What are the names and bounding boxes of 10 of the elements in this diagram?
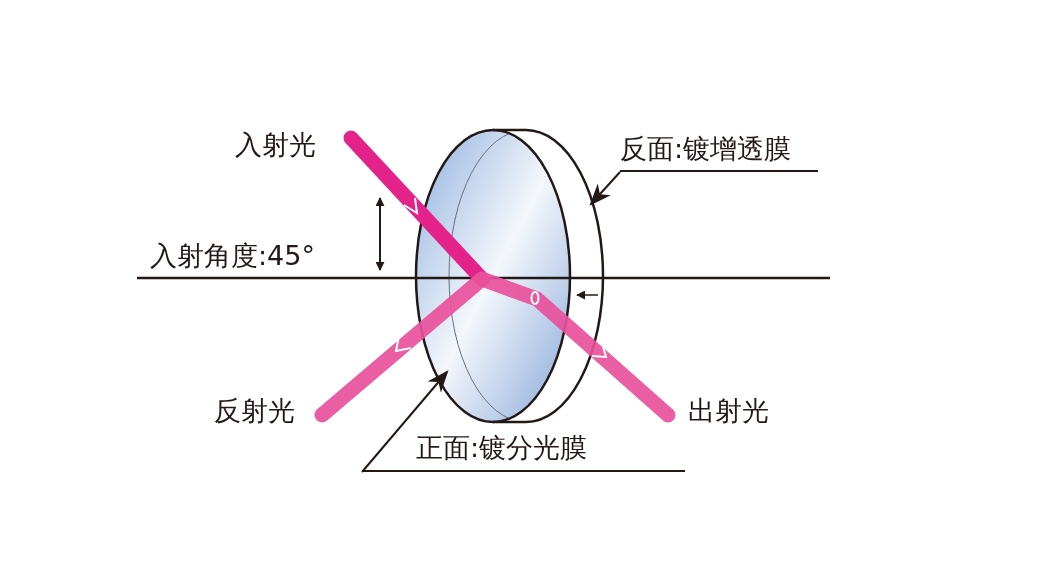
callout-label: 正面:镀分光膜 — [362, 432, 685, 472]
callout-label: 反面:镀增透膜 — [620, 133, 818, 172]
beam-label: 入射光 — [235, 129, 316, 161]
leader-line — [589, 171, 621, 206]
lens-front-face — [414, 128, 572, 424]
angle-label: 入射角度:45° — [150, 240, 315, 272]
leader-line — [361, 370, 449, 473]
beam-label: 出射光 — [688, 395, 769, 427]
beam-label: 反射光 — [214, 395, 295, 427]
lens-back-rim — [493, 128, 605, 424]
